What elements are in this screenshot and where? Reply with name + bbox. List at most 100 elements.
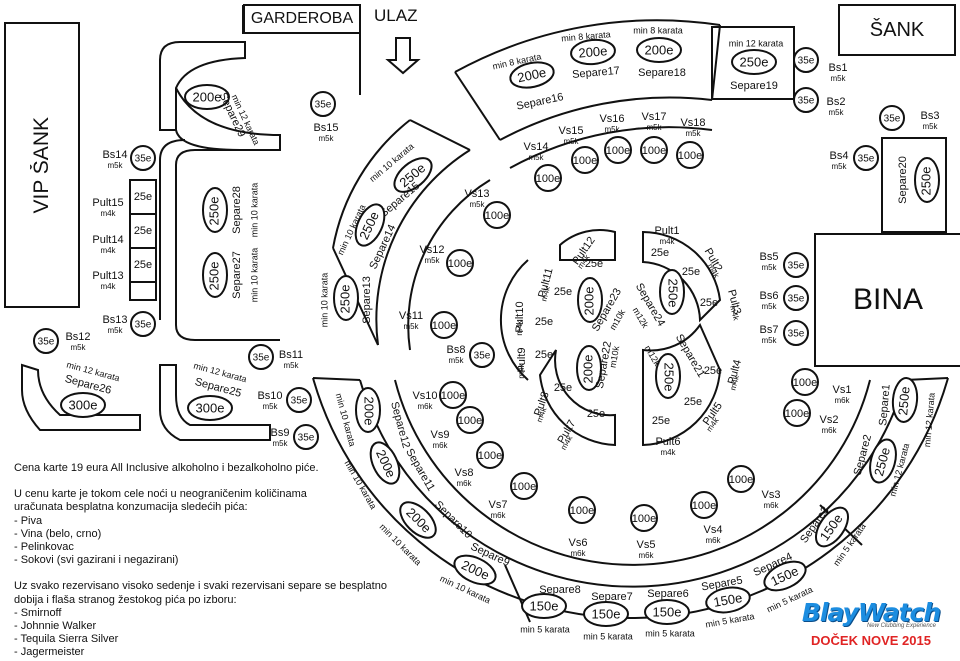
- bs6-minimum: m5k: [761, 302, 777, 311]
- separe2-price: 250e: [871, 446, 893, 478]
- separe6-minimum: min 5 karata: [645, 628, 695, 638]
- vs7-label: Vs7: [489, 499, 508, 511]
- vs14-minimum: m5k: [528, 153, 544, 162]
- separe13-shape: [333, 275, 359, 321]
- vs6-shape: [568, 496, 596, 524]
- vs16-minimum: m5k: [604, 125, 620, 134]
- pult14-label: Pult14: [92, 234, 123, 246]
- bs13-price: 35e: [135, 320, 152, 331]
- separe8-shape: [521, 593, 567, 619]
- info-text: Cena karte 19 eura All Inclusive alkohol…: [14, 462, 434, 660]
- vs8-price: 100e: [478, 450, 502, 462]
- bs10-shape: [286, 387, 312, 413]
- bs1-price: 35e: [798, 56, 815, 67]
- separe13-minimum: min 10 karata: [319, 273, 329, 328]
- separe17-label: Separe17: [572, 65, 621, 81]
- vs14-label: Vs14: [523, 141, 548, 153]
- vs6-minimum: m6k: [570, 549, 586, 558]
- bs7-price: 35e: [788, 329, 805, 340]
- pult9-minimum: m4k: [517, 362, 526, 378]
- vs3-label: Vs3: [762, 489, 781, 501]
- vs1-price: 100e: [793, 377, 817, 389]
- vs13-label: Vs13: [464, 188, 489, 200]
- vs3-price: 100e: [729, 474, 753, 486]
- vs16-shape: [604, 136, 632, 164]
- pult1-label: Pult1: [654, 225, 679, 237]
- vs10-price: 100e: [441, 390, 465, 402]
- separe5-minimum: min 5 karata: [705, 611, 756, 629]
- separe18-label: Separe18: [638, 67, 686, 79]
